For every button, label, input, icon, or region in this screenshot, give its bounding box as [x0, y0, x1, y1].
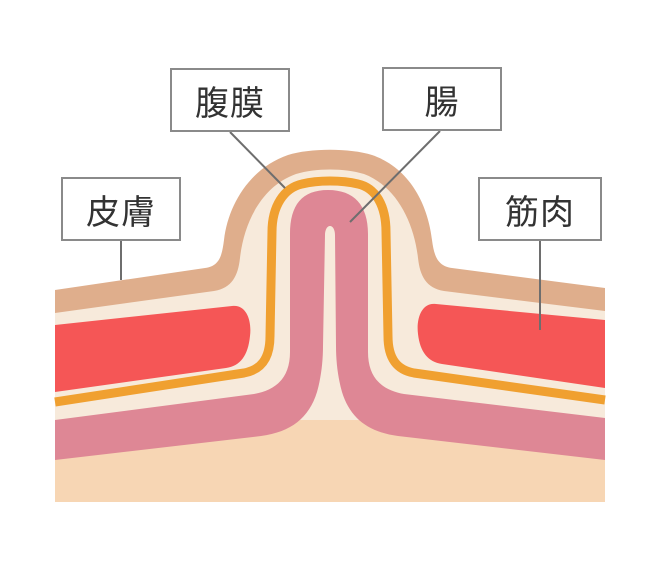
muscle-right	[417, 303, 605, 388]
leader-peritoneum	[229, 131, 286, 189]
peritoneum	[54, 176, 606, 407]
label-peritoneum: 腹膜	[170, 68, 290, 132]
label-bowel: 腸	[382, 67, 502, 131]
label-muscle: 筋肉	[478, 177, 602, 241]
leader-bowel	[349, 130, 441, 223]
muscle-left	[55, 305, 251, 392]
label-skin: 皮膚	[61, 177, 181, 241]
bowel	[55, 190, 605, 460]
